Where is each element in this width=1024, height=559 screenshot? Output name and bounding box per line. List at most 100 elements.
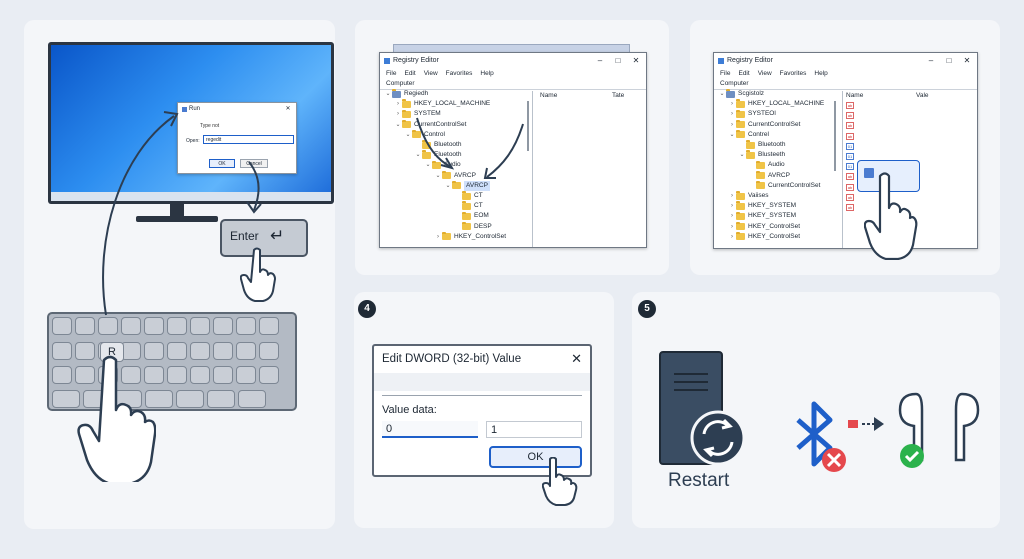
- chevron-right-icon[interactable]: ›: [731, 111, 733, 118]
- chevron-down-icon[interactable]: ⌄: [405, 131, 411, 138]
- menu-edit[interactable]: Edit: [738, 70, 750, 77]
- col-name[interactable]: Name: [540, 92, 558, 99]
- tree-item[interactable]: AVRCP: [718, 170, 824, 181]
- tree-item[interactable]: ›HKEY_LOCAL_MACHINE: [384, 99, 506, 109]
- chevron-right-icon[interactable]: ›: [397, 111, 399, 118]
- keyboard-key[interactable]: [190, 342, 210, 360]
- keyboard-key[interactable]: [259, 366, 279, 384]
- menu-edit[interactable]: Edit: [404, 70, 416, 77]
- chevron-down-icon[interactable]: ⌄: [425, 162, 431, 169]
- chevron-right-icon[interactable]: ›: [731, 203, 733, 210]
- tree-item[interactable]: ›SYSTEM: [384, 109, 506, 119]
- keyboard-key[interactable]: [259, 342, 279, 360]
- keyboard-key[interactable]: [75, 342, 95, 360]
- tree-item[interactable]: CurrentControlSet: [718, 180, 824, 191]
- menu-help[interactable]: Help: [480, 70, 494, 77]
- chevron-down-icon[interactable]: ⌄: [395, 121, 401, 128]
- tree-item[interactable]: ⌄AVRCP: [384, 170, 506, 181]
- tree-item[interactable]: CT: [384, 201, 506, 211]
- keyboard-key[interactable]: [190, 317, 210, 335]
- col-type[interactable]: Tate: [612, 92, 625, 99]
- menu-favorites[interactable]: Favorites: [445, 70, 473, 77]
- keyboard-key[interactable]: [52, 342, 72, 360]
- tree-item[interactable]: ⌄Audio: [384, 160, 506, 170]
- chevron-down-icon[interactable]: ⌄: [729, 131, 735, 138]
- tree-item[interactable]: ⌄CurrentControlSet: [384, 119, 506, 130]
- chevron-down-icon[interactable]: ⌄: [385, 91, 391, 97]
- menu-favorites[interactable]: Favorites: [779, 70, 807, 77]
- tree-item[interactable]: ›CurrentControlSet: [718, 119, 824, 130]
- run-close-icon[interactable]: ✕: [285, 106, 291, 112]
- col-name[interactable]: Name: [846, 92, 864, 99]
- keyboard-key[interactable]: [52, 390, 80, 408]
- keyboard-key[interactable]: [236, 366, 256, 384]
- keyboard-key[interactable]: [145, 390, 173, 408]
- chevron-right-icon[interactable]: ›: [731, 233, 733, 240]
- value-data-input-new[interactable]: 1: [486, 421, 582, 438]
- menu-help[interactable]: Help: [814, 70, 828, 77]
- tree-item[interactable]: ⌄Regiedh: [384, 89, 506, 99]
- chevron-right-icon[interactable]: ›: [731, 101, 733, 108]
- chevron-right-icon[interactable]: ›: [731, 193, 733, 200]
- tree-item[interactable]: ›HKEY_ControlSet: [718, 231, 824, 242]
- menu-file[interactable]: File: [720, 70, 731, 77]
- tree-item[interactable]: ⌄Blusteeth: [718, 150, 824, 160]
- keyboard-key[interactable]: [52, 317, 72, 335]
- tree-item[interactable]: ⌄Contrel: [718, 129, 824, 140]
- close-icon[interactable]: ✕: [632, 56, 640, 65]
- keyboard-key[interactable]: [236, 342, 256, 360]
- tree-item[interactable]: ›HKEY_ControlSet: [384, 231, 506, 242]
- keyboard-key[interactable]: [236, 317, 256, 335]
- menu-view[interactable]: View: [757, 70, 772, 77]
- tree-item[interactable]: Bluetooth: [384, 140, 506, 150]
- keyboard-key[interactable]: [121, 366, 141, 384]
- chevron-down-icon[interactable]: ⌄: [445, 182, 451, 189]
- keyboard-key[interactable]: [52, 366, 72, 384]
- tree-item[interactable]: ›Vaiises: [718, 191, 824, 201]
- tree-item[interactable]: ⌄AVRCP: [384, 180, 506, 192]
- keyboard-key[interactable]: [176, 390, 204, 408]
- keyboard-key[interactable]: [75, 317, 95, 335]
- chevron-right-icon[interactable]: ›: [397, 101, 399, 108]
- chevron-down-icon[interactable]: ⌄: [435, 172, 441, 179]
- chevron-down-icon[interactable]: ⌄: [739, 152, 745, 159]
- maximize-icon[interactable]: □: [615, 56, 621, 65]
- minimize-icon[interactable]: –: [928, 56, 934, 65]
- maximize-icon[interactable]: □: [946, 56, 952, 65]
- keyboard-key[interactable]: [167, 317, 187, 335]
- keyboard-key[interactable]: [121, 317, 141, 335]
- value-data-input-old[interactable]: 0: [382, 421, 478, 438]
- chevron-right-icon[interactable]: ›: [437, 233, 439, 240]
- tree-item[interactable]: ⌄Scgistolz: [718, 89, 824, 99]
- keyboard-key[interactable]: [213, 342, 233, 360]
- run-ok-button[interactable]: OK: [209, 159, 235, 168]
- address-bar[interactable]: Computer: [714, 80, 977, 90]
- chevron-right-icon[interactable]: ›: [731, 223, 733, 230]
- minimize-icon[interactable]: –: [597, 56, 603, 65]
- tree-item[interactable]: Audio: [718, 160, 824, 170]
- keyboard-key[interactable]: [144, 317, 164, 335]
- tree-item[interactable]: ⌄Eluetooth: [384, 150, 506, 160]
- keyboard-key[interactable]: [75, 366, 95, 384]
- keyboard-key[interactable]: [167, 366, 187, 384]
- close-icon[interactable]: ✕: [963, 56, 971, 65]
- keyboard-key[interactable]: [190, 366, 210, 384]
- run-open-input[interactable]: regedit: [203, 135, 294, 144]
- menu-file[interactable]: File: [386, 70, 397, 77]
- keyboard-key[interactable]: [213, 317, 233, 335]
- tree-item[interactable]: EOM: [384, 211, 506, 221]
- menu-view[interactable]: View: [423, 70, 438, 77]
- keyboard-key[interactable]: [213, 366, 233, 384]
- tree-item[interactable]: ›SYSTEOl: [718, 109, 824, 119]
- keyboard-key[interactable]: [259, 317, 279, 335]
- chevron-down-icon[interactable]: ⌄: [415, 152, 421, 159]
- chevron-right-icon[interactable]: ›: [731, 121, 733, 128]
- tree-item[interactable]: ›HKEY_SYSTEM: [718, 201, 824, 211]
- keyboard-key[interactable]: [167, 342, 187, 360]
- tree-item[interactable]: DESP: [384, 221, 506, 232]
- col-value[interactable]: Vale: [916, 92, 929, 99]
- enter-key[interactable]: Enter ↵: [220, 219, 308, 257]
- keyboard-key[interactable]: [98, 317, 118, 335]
- address-bar[interactable]: Computer: [380, 80, 646, 90]
- tree-item[interactable]: ⌄Control: [384, 129, 506, 140]
